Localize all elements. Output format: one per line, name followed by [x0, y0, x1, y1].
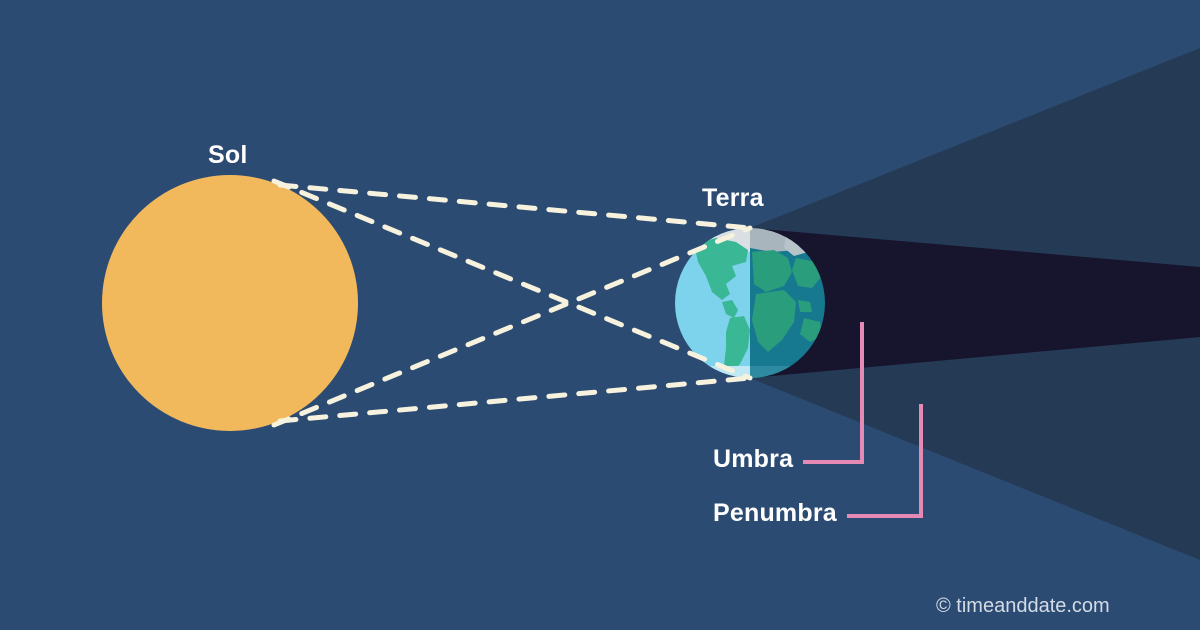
dashed-light-ray-icon — [271, 178, 753, 428]
credit-watermark: © timeanddate.com — [936, 595, 1110, 617]
umbra-label: Umbra — [713, 445, 794, 473]
penumbra-label: Penumbra — [713, 499, 837, 527]
sun-label: Sol — [208, 141, 248, 169]
earth-label: Terra — [702, 184, 764, 212]
umbra-leader-line-icon — [803, 322, 864, 464]
penumbra-leader-line-icon — [847, 404, 923, 518]
sun-icon — [102, 175, 358, 431]
